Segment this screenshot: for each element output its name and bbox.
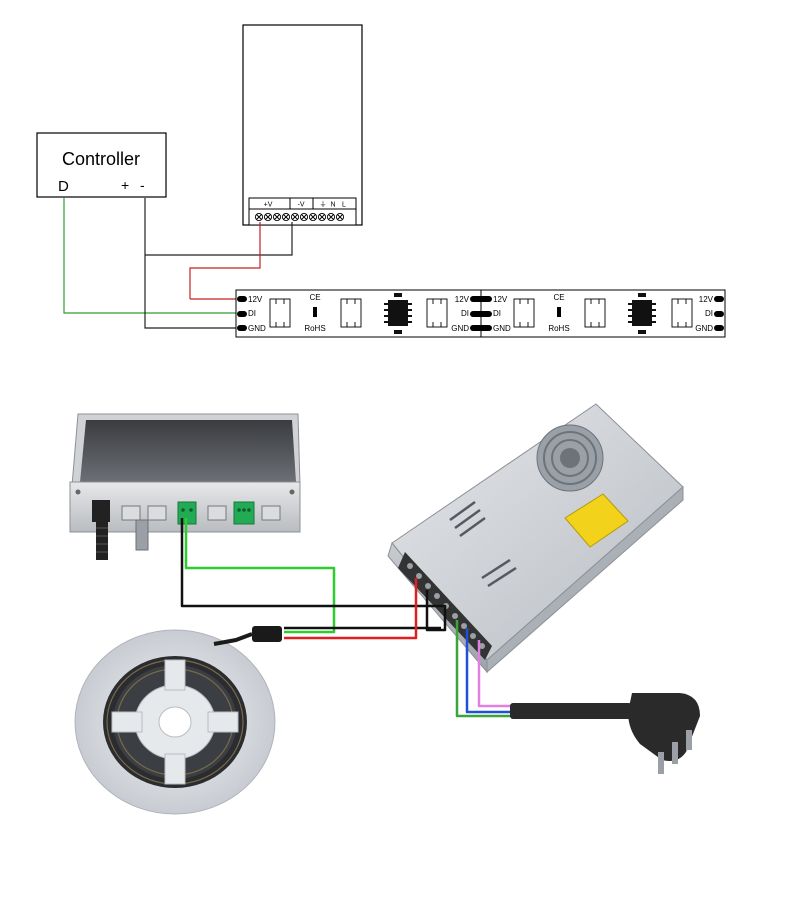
ground-wire-psu	[145, 222, 293, 256]
strip-label-di-1: DI	[248, 309, 256, 318]
schematic-controller: Controller D + -	[36, 132, 167, 198]
controller-title: Controller	[62, 149, 140, 169]
illustration-wires	[180, 518, 512, 718]
strip-label-12v-3: 12V	[493, 295, 508, 304]
ic-chips	[384, 293, 656, 334]
live-wire	[477, 640, 512, 708]
ground-wire-schematic	[144, 198, 243, 329]
strip-ce-1: CE	[309, 293, 320, 302]
black-ground-wire	[180, 518, 447, 632]
terminal-plus-v-label: +V	[264, 202, 273, 209]
earth-wire	[455, 620, 512, 718]
strip-label-di-3: DI	[493, 309, 501, 318]
neutral-wire	[465, 628, 512, 714]
data-wire-schematic	[63, 198, 243, 314]
positive-wire-schematic	[189, 222, 261, 299]
strip-label-gnd-1: GND	[248, 324, 266, 333]
terminal-minus-v-label: -V	[298, 202, 305, 209]
led-components	[269, 298, 693, 328]
power-plug	[510, 693, 700, 774]
power-supply-unit	[387, 403, 684, 674]
strip-label-gnd-3: GND	[493, 324, 511, 333]
controller-device	[69, 413, 301, 560]
terminal-earth-label: ⏚	[320, 201, 327, 209]
green-data-wire	[184, 518, 336, 634]
screw-terminals	[254, 212, 345, 222]
schematic-wires	[63, 198, 293, 329]
strip-ce-2: CE	[553, 293, 564, 302]
terminal-l-label: L	[342, 202, 346, 209]
controller-pin-d: D	[58, 178, 69, 195]
schematic-power-supply: +V -V ⏚ N L	[242, 24, 363, 226]
controller-pin-minus: -	[140, 177, 145, 193]
strip-label-gnd-2: GND	[451, 324, 469, 333]
strip-label-12v-4: 12V	[699, 295, 714, 304]
led-strip-reel	[74, 629, 276, 815]
strip-label-12v-1: 12V	[248, 295, 263, 304]
schematic-led-strip: 12V DI GND 12V DI GND 12V DI GND 12V DI …	[235, 289, 726, 338]
terminal-n-label: N	[330, 202, 335, 209]
red-positive-wire	[284, 578, 418, 640]
strip-label-di-4: DI	[705, 309, 713, 318]
strip-rohs-2: RoHS	[548, 324, 569, 333]
strip-label-di-2: DI	[461, 309, 469, 318]
strip-label-gnd-4: GND	[695, 324, 713, 333]
strip-label-12v-2: 12V	[455, 295, 470, 304]
strip-rohs-1: RoHS	[304, 324, 325, 333]
controller-pin-plus: +	[121, 177, 129, 193]
